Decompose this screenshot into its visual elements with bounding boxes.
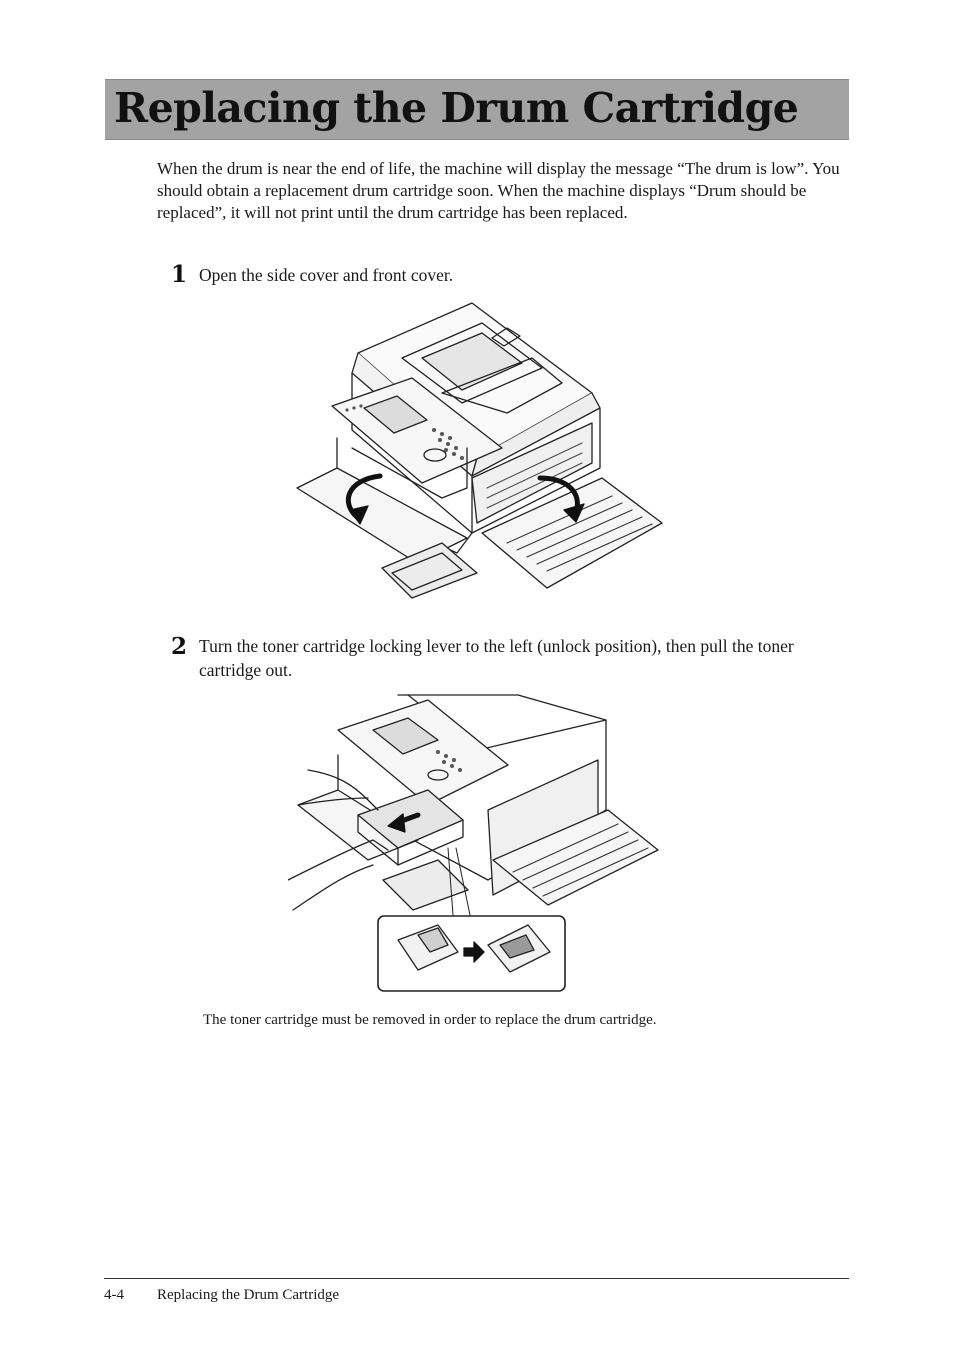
footer-rule xyxy=(104,1278,849,1279)
intro-paragraph: When the drum is near the end of life, t… xyxy=(157,159,840,222)
page-title: Replacing the Drum Cartridge xyxy=(114,84,799,132)
footer-section-title: Replacing the Drum Cartridge xyxy=(157,1287,340,1303)
step-1-text: Open the side cover and front cover. xyxy=(199,265,454,285)
step-2-number: 2 xyxy=(171,633,188,660)
title-band: Replacing the Drum Cartridge xyxy=(105,79,849,140)
printer-open-covers-illustration xyxy=(296,302,663,599)
note-text: The toner cartridge must be removed in o… xyxy=(203,1012,657,1028)
toner-removal-illustration xyxy=(288,694,659,992)
step-2-text: Turn the toner cartridge locking lever t… xyxy=(199,636,794,680)
footer-page-number: 4-4 xyxy=(104,1287,124,1303)
step-1-number: 1 xyxy=(171,261,188,288)
